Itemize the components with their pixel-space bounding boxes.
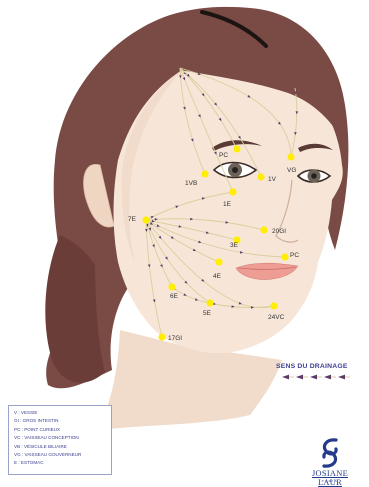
drainage-direction-arrows (282, 375, 350, 380)
acupoint-label-vg: VG (287, 167, 296, 174)
drainage-sample-arrow (282, 375, 289, 380)
acupoint-gi-17 (158, 333, 165, 340)
brand-city: PARIS (300, 479, 360, 483)
acupoint-vg (287, 153, 294, 160)
acupoint-label-e-3: 3E (230, 242, 239, 249)
acupoint-pc-top (233, 145, 240, 152)
brand-name: JOSIANE LAUR (300, 469, 360, 487)
left-pupil (232, 167, 238, 173)
drainage-sample-arrow (310, 375, 317, 380)
acupoint-label-pc-top: PC (219, 152, 228, 159)
acupoint-gi-20 (260, 226, 267, 233)
drainage-sample-arrow (296, 375, 303, 380)
drainage-sample-arrow (324, 375, 331, 380)
acupoint-label-e-4: 4E (213, 273, 222, 280)
acupoint-label-v-1: 1V (268, 176, 277, 183)
drainage-title: SENS DU DRAINAGE (276, 363, 348, 370)
legend-item: VG : VAISSEAU GOUVERNEUR (14, 451, 106, 459)
acupoint-label-e-1: 1E (223, 201, 232, 208)
acupoint-label-e-6: 6E (170, 293, 179, 300)
legend-item: GI : GROS INTESTIN (14, 417, 106, 425)
brand-block: JOSIANE LAUR PARIS (300, 437, 360, 483)
acupoint-label-vc-24: 24VC (268, 314, 285, 321)
acupoint-v-1 (257, 173, 264, 180)
legend-box: V : VESSIE GI : GROS INTESTIN PC : POINT… (8, 405, 112, 475)
acupoint-label-vb-1: 1VB (185, 180, 197, 187)
acupoint-label-gi-20: 20GI (272, 228, 286, 235)
swirl-logo-icon (300, 437, 360, 469)
acupoint-e-1 (229, 188, 236, 195)
acupoint-e-6 (168, 283, 175, 290)
legend-item: E : ESTOMAC (14, 459, 106, 467)
legend-item: VB : VÉSICULE BILIAIRE (14, 443, 106, 451)
acupoint-e-5 (206, 299, 213, 306)
acupoint-e-7 (142, 216, 149, 223)
acupoint-vc-24 (270, 302, 277, 309)
acupoint-label-e-5: 5E (203, 310, 212, 317)
acupoint-vb-1 (201, 170, 208, 177)
acupoint-label-e-7: 7E (128, 216, 137, 223)
legend-item: VC : VAISSEAU CONCEPTION (14, 434, 106, 442)
acupoint-label-gi-17: 17GI (168, 335, 182, 342)
legend-item: V : VESSIE (14, 409, 106, 417)
acupoint-label-pc-cheek: PC (290, 252, 299, 259)
acupoint-pc-cheek (281, 253, 288, 260)
drainage-sample-arrow (338, 375, 345, 380)
legend-item: PC : POINT CURIEUX (14, 426, 106, 434)
right-pupil (311, 173, 317, 179)
acupoint-e-4 (215, 258, 222, 265)
